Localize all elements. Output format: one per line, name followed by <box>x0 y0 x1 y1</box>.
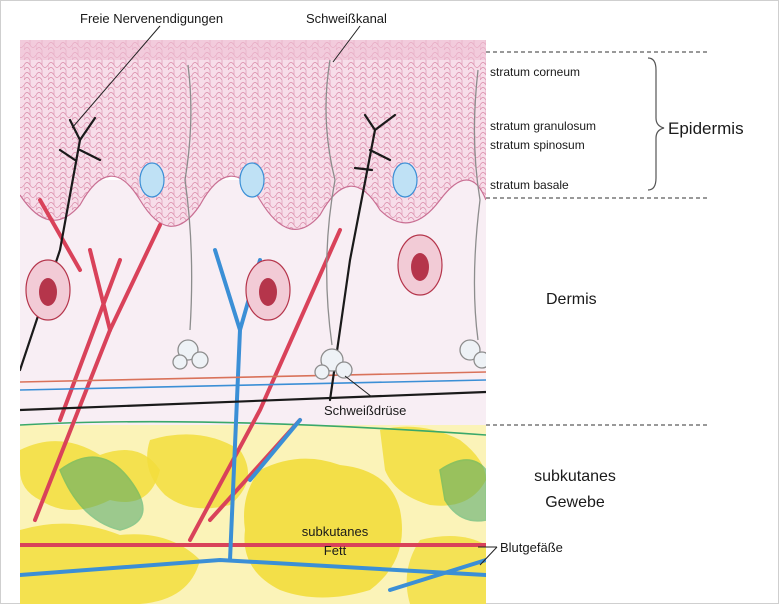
label-dermis: Dermis <box>546 292 597 308</box>
label-subcutaneous-fat: subkutanes Fett <box>290 522 380 560</box>
label-subcutaneous-tissue: subkutanes Gewebe <box>520 464 630 516</box>
label-sweat-duct: Schweißkanal <box>306 12 387 25</box>
label-stratum-granulosum: stratum granulosum <box>490 120 596 132</box>
label-fat-line2: Fett <box>290 541 380 560</box>
label-epidermis: Epidermis <box>668 120 744 137</box>
label-stratum-spinosum: stratum spinosum <box>490 139 585 151</box>
label-free-nerve-endings: Freie Nervenendigungen <box>80 12 223 25</box>
label-stratum-basale: stratum basale <box>490 179 569 191</box>
label-blood-vessels: Blutgefäße <box>500 541 563 554</box>
label-fat-line1: subkutanes <box>290 522 380 541</box>
label-subcutaneous-line1: subkutanes <box>520 464 630 490</box>
layer-boundaries <box>486 52 708 425</box>
epidermis-brace <box>648 58 664 190</box>
label-subcutaneous-line2: Gewebe <box>520 490 630 516</box>
label-stratum-corneum: stratum corneum <box>490 66 580 78</box>
label-sweat-gland: Schweißdrüse <box>324 404 406 417</box>
